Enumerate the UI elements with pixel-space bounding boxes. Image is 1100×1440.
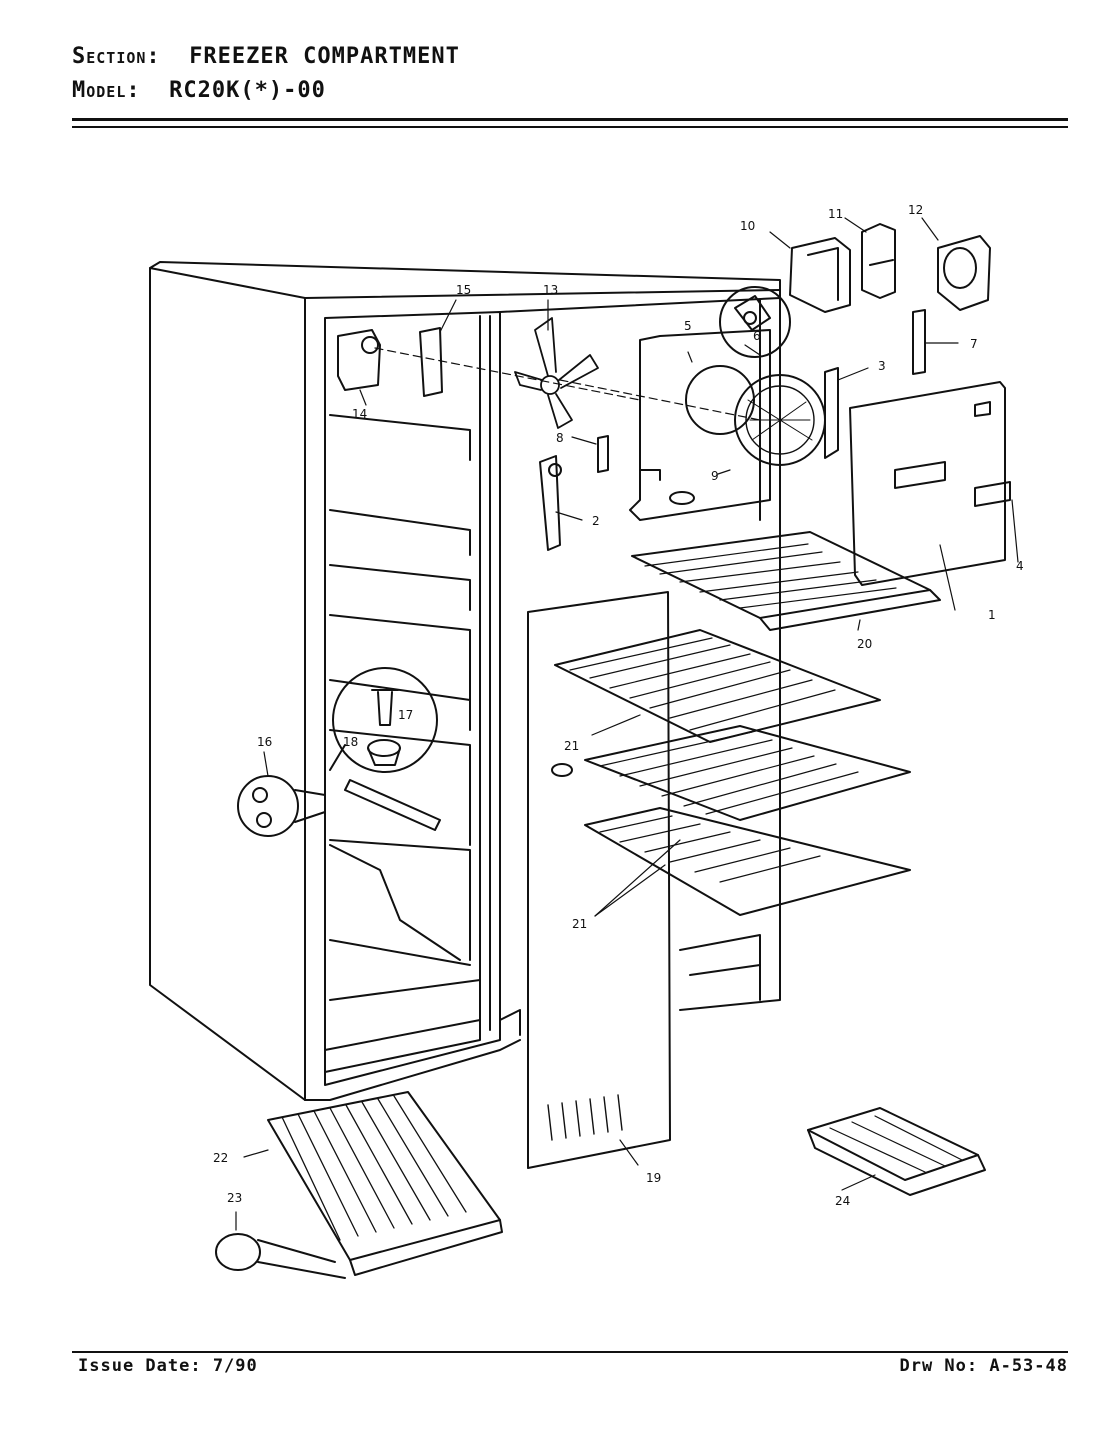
callout-21-upper: 21 [564,739,579,753]
callout-17: 17 [398,708,413,722]
freezer-cabinet [149,261,781,1101]
footer-rule [72,1351,1068,1353]
section-value: FREEZER COMPARTMENT [189,44,460,69]
callout-8: 8 [556,431,564,445]
header-rule [72,118,1068,121]
side-bracket-2 [539,455,562,551]
control-and-bracket [337,327,443,397]
issue-date: Issue Date: 7/90 [78,1356,258,1376]
detail-inset-16 [237,775,326,837]
motor-brackets [789,223,991,313]
callout-18: 18 [343,735,358,749]
access-panel [849,381,1011,586]
section-heading: Section: FREEZER COMPARTMENT [72,44,460,69]
model-label: Model: [72,78,141,103]
fan-motor [719,286,791,358]
callout-2: 2 [592,514,600,528]
callout-20: 20 [857,637,872,651]
evaporator-cover [629,329,826,521]
callout-15: 15 [456,283,471,297]
spacers-and-bracket [597,309,926,473]
callout-23: 23 [227,1191,242,1205]
callout-16: 16 [257,735,272,749]
callout-22: 22 [213,1151,228,1165]
callout-14: 14 [352,407,367,421]
header-rule-secondary [72,126,1068,128]
callout-3: 3 [878,359,886,373]
detail-inset-17-18 [329,667,438,773]
callout-6: 6 [753,329,761,343]
callout-9: 9 [711,469,719,483]
callout-5: 5 [684,319,692,333]
section-label: Section: [72,44,161,69]
leader-lines [235,217,1019,1231]
callout-13: 13 [543,283,558,297]
callout-labels: 1 2 3 4 5 6 7 8 9 10 11 12 13 14 15 16 1… [213,203,1024,1208]
model-value: RC20K(*)-00 [169,78,326,103]
callout-11: 11 [828,207,843,221]
top-shelf [631,531,941,631]
callout-21-lower: 21 [572,917,587,931]
callout-4: 4 [1016,559,1024,573]
divider-panel [527,591,671,1169]
callout-12: 12 [908,203,923,217]
wire-basket [215,1091,503,1279]
callout-1: 1 [988,608,996,622]
callout-10: 10 [740,219,755,233]
fan-blade [514,317,599,429]
shelves-21 [554,629,911,916]
callout-24: 24 [835,1194,850,1208]
ice-tray [807,1107,986,1196]
drawing-number: Drw No: A-53-48 [899,1356,1068,1376]
callout-19: 19 [646,1171,661,1185]
callout-7: 7 [970,337,978,351]
model-heading: Model: RC20K(*)-00 [72,78,326,103]
